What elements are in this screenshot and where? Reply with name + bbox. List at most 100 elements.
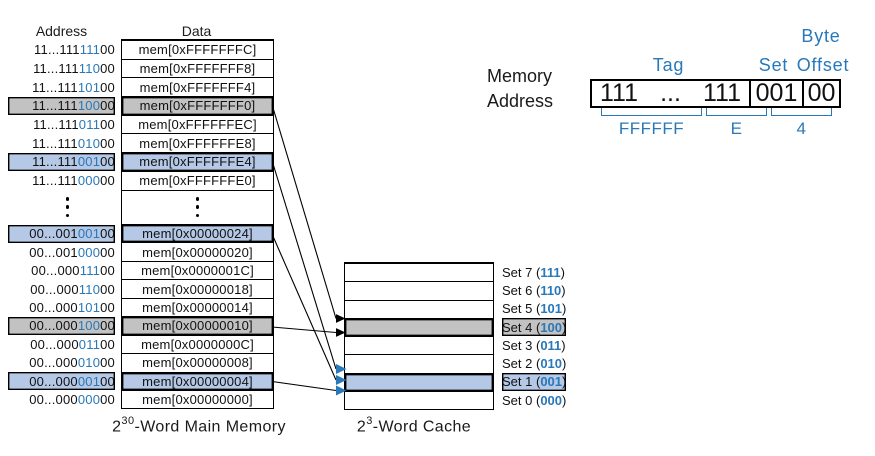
set-label: Set <box>758 55 789 75</box>
cache-set-label: Set 0 (000) <box>502 392 567 408</box>
offset-hex-value: 4 <box>796 119 807 138</box>
data-column-header: Data <box>181 23 212 39</box>
cache-set-row <box>345 263 493 281</box>
arrow-line <box>271 160 337 370</box>
vertical-ellipsis-icon <box>65 197 70 218</box>
memory-cell: mem[0xFFFFFFF4] <box>122 77 273 96</box>
set-bits: 001 <box>77 226 101 242</box>
cache-set-row <box>345 336 493 354</box>
memory-cell: mem[0x00000018] <box>122 279 273 297</box>
tag-hex-bracket <box>601 108 702 116</box>
cache-box <box>344 262 494 411</box>
middle-hex-value: E <box>730 119 743 138</box>
set-index-bits: 010 <box>540 356 563 372</box>
byte-offset-label-top: Byte <box>801 26 841 46</box>
arrow-line <box>271 233 337 381</box>
memory-cell: mem[0x00000004] <box>122 371 273 390</box>
arrow-line <box>271 104 337 319</box>
set-field: 001 <box>749 81 802 106</box>
set-bits: 101 <box>77 299 101 315</box>
set-index-bits: 101 <box>540 301 563 317</box>
set-index-bits: 011 <box>540 337 562 353</box>
cache-set-label: Set 5 (101) <box>502 301 567 317</box>
memory-ellipsis-row <box>122 189 273 225</box>
set-bits: 001 <box>77 373 101 389</box>
set-bits: 110 <box>78 281 101 297</box>
cache-set-label: Set 3 (011) <box>502 337 566 353</box>
cache-set-label: Set 4 (100) <box>502 317 567 337</box>
arrow-line <box>271 326 337 334</box>
set-bits: 000 <box>77 244 101 260</box>
set-bits: 010 <box>77 355 101 371</box>
memory-cell: mem[0xFFFFFFE0] <box>122 170 273 190</box>
cache-caption: 23-Word Cache <box>356 415 472 436</box>
address-ellipsis-row <box>8 190 115 225</box>
memory-cell: mem[0x00000020] <box>122 242 273 260</box>
cache-set-labels: Set 7 (111) Set 6 (110) Set 5 (101)Set 4 (… <box>502 263 567 409</box>
main-memory-box: mem[0xFFFFFFFC]mem[0xFFFFFFF8]mem[0xFFFF… <box>121 39 274 410</box>
memory-cell: mem[0x00000000] <box>122 389 273 408</box>
set-bits: 100 <box>77 318 101 334</box>
memory-cell: mem[0xFFFFFFFC] <box>122 40 273 59</box>
memory-cell: mem[0xFFFFFFEC] <box>122 114 273 134</box>
tag-field: 111 ... 111 <box>600 79 741 107</box>
byte-offset-field: 00 <box>802 81 839 106</box>
set-index-bits: 100 <box>540 319 563 335</box>
set-index-bits: 111 <box>540 264 561 280</box>
set-bits: 011 <box>78 336 101 352</box>
set-index-bits: 110 <box>540 282 562 298</box>
arrow-line <box>271 380 337 392</box>
set-bits: 010 <box>77 135 101 151</box>
vertical-ellipsis-icon <box>195 197 200 218</box>
set-bits: 000 <box>77 392 101 408</box>
memory-cell: mem[0xFFFFFFF8] <box>122 58 273 78</box>
cache-set-label: Set 7 (111) <box>502 264 565 280</box>
cache-set-row <box>345 391 493 409</box>
memory-cell: mem[0x00000010] <box>122 316 273 335</box>
set-index-bits: 001 <box>540 374 563 390</box>
cache-set-row <box>345 354 493 372</box>
set-bits: 000 <box>77 173 101 189</box>
memory-cell: mem[0xFFFFFFF0] <box>122 96 273 115</box>
middle-hex-bracket <box>706 108 767 116</box>
cache-set-row <box>345 281 493 299</box>
memory-cell: mem[0xFFFFFFE4] <box>122 152 273 171</box>
memory-address-caption: Memory Address <box>487 66 554 111</box>
set-bits: 111 <box>79 42 101 58</box>
cache-set-label: Set 6 (110) <box>502 282 566 298</box>
set-bits: 100 <box>77 98 101 114</box>
set-bits: 111 <box>79 263 101 279</box>
tag-hex-value: FFFFFF <box>618 119 685 138</box>
memory-cell: mem[0x0000001C] <box>122 260 273 279</box>
byte-offset-label: Offset <box>796 55 850 75</box>
memory-cell: mem[0x00000008] <box>122 353 273 371</box>
memory-cell: mem[0x0000000C] <box>122 334 273 353</box>
set-bits: 011 <box>78 117 101 133</box>
main-memory-caption: 230-Word Main Memory <box>112 415 286 436</box>
cache-set-row <box>345 372 493 392</box>
memory-address-field-box: 111 ... 111 001 00 <box>590 79 841 108</box>
memory-cell: mem[0x00000024] <box>122 224 273 243</box>
cache-set-row <box>345 299 493 318</box>
cache-set-label: Set 2 (010) <box>502 356 567 372</box>
set-index-bits: 000 <box>540 392 563 408</box>
tag-label: Tag <box>652 55 685 75</box>
